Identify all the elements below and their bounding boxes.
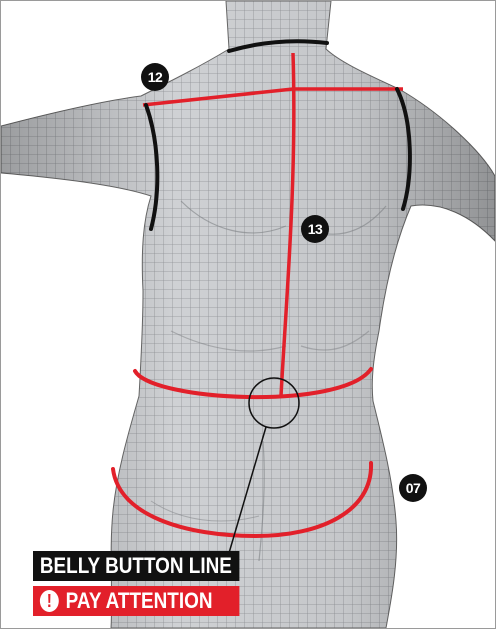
marker-12: 12 bbox=[141, 63, 169, 91]
exclamation-icon: ! bbox=[40, 590, 59, 612]
pay-attention-label: PAY ATTENTION bbox=[66, 586, 213, 616]
marker-07: 07 bbox=[399, 474, 427, 502]
pay-attention-callout: ! PAY ATTENTION bbox=[33, 586, 239, 616]
belly-button-callout: BELLY BUTTON LINE bbox=[33, 551, 239, 581]
marker-13: 13 bbox=[301, 215, 329, 243]
